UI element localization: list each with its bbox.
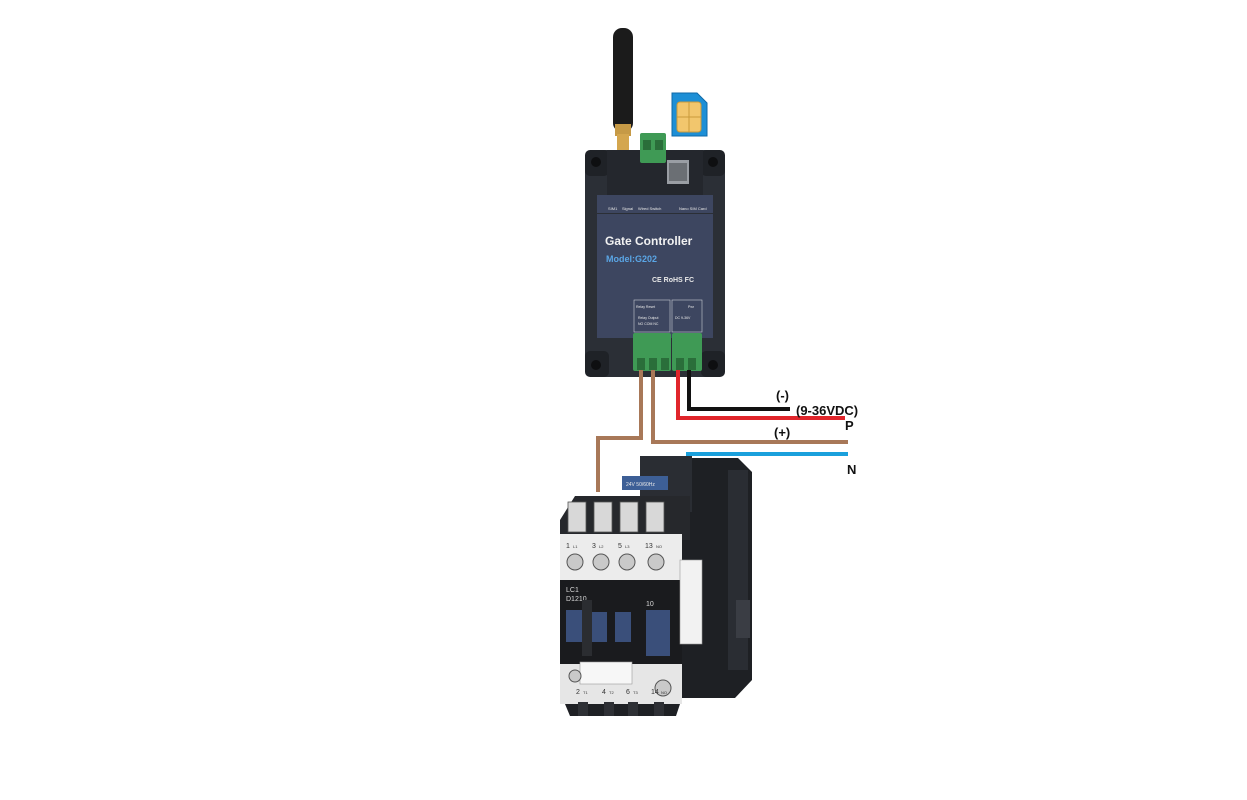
term-3-sub: L2 — [599, 544, 604, 549]
label-sim1: SIM1 — [608, 206, 618, 211]
black-wire-negative — [687, 370, 790, 411]
coil-plate: 24V 50/60Hz — [626, 482, 655, 488]
term-14-sub: NO — [661, 690, 667, 695]
term-5-sub: L3 — [625, 544, 630, 549]
phase-label: P — [845, 418, 854, 433]
device-model: Model:G202 — [606, 254, 657, 264]
pwr-terms-label: DC 9-36V — [675, 316, 691, 320]
term-1: 1 — [566, 543, 570, 550]
wires — [596, 370, 848, 510]
device-title: Gate Controller — [605, 234, 693, 248]
pwr-label: Pwr — [688, 305, 695, 309]
label-signal: Signal — [622, 206, 633, 211]
label-nano-sim: Nano SIM Card — [679, 206, 707, 211]
term-3: 3 — [592, 543, 596, 550]
neutral-label: N — [847, 462, 856, 477]
voltage-label: (9-36VDC) — [796, 403, 858, 418]
term-13: 13 — [645, 543, 653, 550]
term-4-sub: T2 — [609, 690, 614, 695]
label-wired-switch: Wired Switch — [638, 206, 661, 211]
gate-controller-device: SIM1 Signal Wired Switch Nano SIM Card G… — [585, 133, 725, 377]
brown-wire-phase — [651, 370, 848, 444]
sim-card-icon — [671, 92, 708, 137]
contactor-top-terminals: 1 L1 3 L2 5 L3 13 NO — [566, 501, 665, 571]
coil-label: 10 — [646, 601, 654, 608]
term-1-sub: L1 — [573, 544, 578, 549]
brown-wire-to-contactor — [596, 370, 643, 492]
model-line2: D1210 — [566, 596, 587, 603]
contactor-device: 24V 50/60Hz 1 L1 3 L2 5 L3 13 NO LC1 D12… — [560, 456, 752, 716]
term-6-sub: T3 — [633, 690, 638, 695]
device-certs: CE RoHS FC — [652, 277, 694, 284]
model-line1: LC1 — [566, 587, 579, 594]
plus-label: (+) — [774, 425, 790, 440]
term-13-sub: NO — [656, 544, 662, 549]
relay-output-label: Relay Output — [638, 316, 658, 320]
term-2: 2 — [576, 689, 580, 696]
red-wire-positive — [676, 370, 845, 420]
relay-terms-label: NO COM NC — [638, 322, 659, 326]
minus-label: (-) — [776, 388, 789, 403]
term-4: 4 — [602, 689, 606, 696]
term-2-sub: T1 — [583, 690, 588, 695]
relay-reset-label: Relay Reset — [636, 305, 655, 309]
contactor-bottom-terminals: 2 T1 4 T2 6 T3 14 NO — [568, 669, 672, 697]
term-5: 5 — [618, 543, 622, 550]
term-14: 14 — [651, 689, 659, 696]
term-6: 6 — [626, 689, 630, 696]
